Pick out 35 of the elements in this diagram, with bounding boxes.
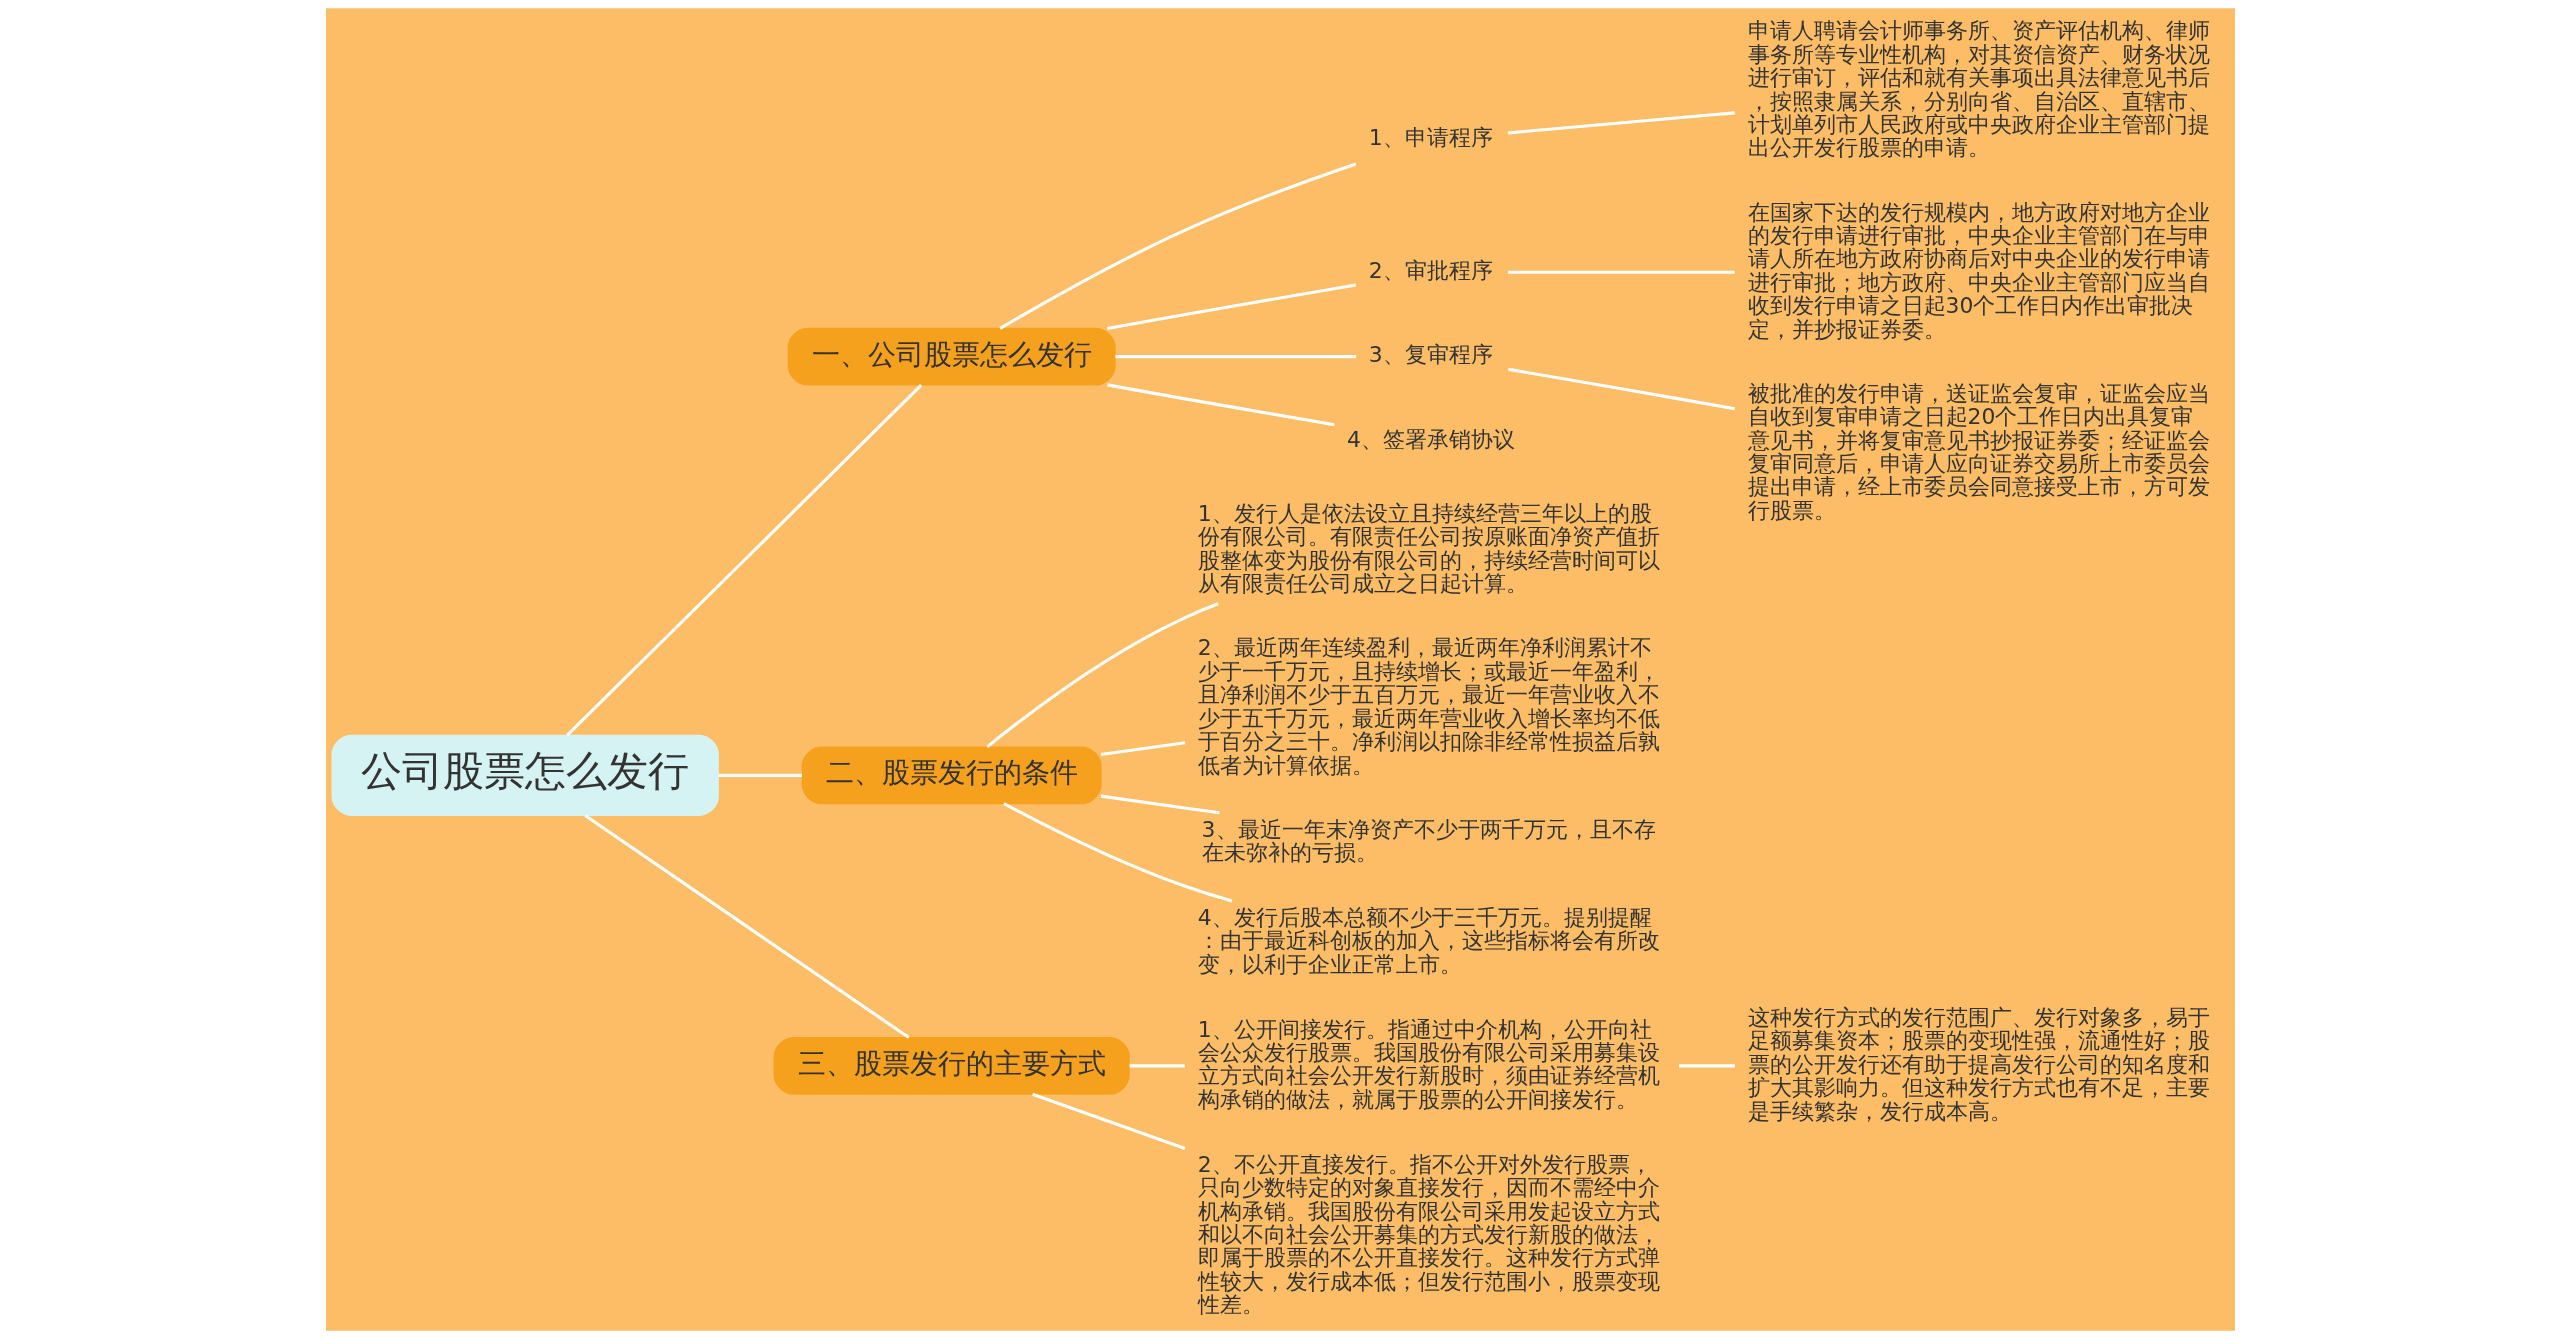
connector — [1114, 355, 1356, 359]
node-text: 3、最近一年末净资产不少于两千万元，且不存在未弥补的亏损。 — [1201, 816, 1656, 866]
node-box: 二、股票发行的条件 — [801, 746, 1102, 805]
connector — [1002, 802, 1232, 903]
connector — [565, 384, 922, 737]
connector — [1031, 1092, 1185, 1151]
node-text: 申请人聘请会计师事务所、资产评估机构、律师事务所等专业性机构，对其资信资产、财务状况进行审订，评估和就有关事项出具法律意见书后，按照隶属关系，分别向省、自治区、直辖市、计划单列市人民政府或中央政府企业主管部门提出公开发行股票的申请。 — [1747, 18, 2210, 161]
node-box: 一、公司股票怎么发行 — [787, 327, 1116, 386]
connector — [1507, 367, 1735, 411]
connector — [1106, 383, 1335, 427]
node-text: 在国家下达的发行规模内，地方政府对地方企业的发行申请进行审批，中央企业主管部门在与申请人所在地方政府协商后对中央企业的发行申请进行审批；地方政府、中央企业主管部门应当自收到发行申请之日起30个工作日内作出审批决定，并抄报证券委。 — [1747, 199, 2210, 342]
node-text: 2、不公开直接发行。指不公开对外发行股票，只向少数特定的对象直接发行，因而不需经中介机构承销。我国股份有限公司采用发起设立方式和以不向社会公开募集的方式发行新股的做法，即属于股票的不公开直接发行。这种发行方式弹性较大，发行成本低；但发行范围小，股票变现性差。 — [1197, 1151, 1660, 1318]
node-text: 2、最近两年连续盈利，最近两年净利润累计不少于一千万元，且持续增长；或最近一年盈利，且净利润不少于五百万元，最近一年营业收入不少于五千万元，最近两年营业收入增长率均不低于百分之三十。净利润以扣除非经常性损益后孰低者为计算依据。 — [1197, 635, 1660, 778]
node-text: 被批准的发行申请，送证监会复审，证监会应当自收到复审申请之日起20个工作日内出具复审意见书，并将复审意见书抄报证券委；经证监会复审同意后，申请人应向证券交易所上市委员会提出申请，经上市委员会同意接受上市，方可发行股票。 — [1747, 380, 2210, 523]
node-text: 1、发行人是依法设立且持续经营三年以上的股份有限公司。有限责任公司按原账面净资产值折股整体变为股份有限公司的，持续经营时间可以从有限责任公司成立之日起计算。 — [1197, 501, 1660, 597]
connector — [583, 814, 910, 1039]
connector — [1507, 111, 1735, 135]
node-text: 4、发行后股本总额不少于三千万元。提别提醒：由于最近科创板的加入，这些指标将会有所改变，以利于企业正常上市。 — [1197, 904, 1660, 977]
node-text: 4、签署承销协议 — [1346, 426, 1515, 452]
node-box: 三、股票发行的主要方式 — [773, 1037, 1130, 1095]
connector — [998, 162, 1356, 330]
connector — [1507, 270, 1735, 274]
connector — [718, 773, 802, 777]
connector — [1129, 1064, 1185, 1068]
node-text: 2、审批程序 — [1368, 258, 1493, 284]
connector — [1100, 741, 1185, 757]
node-text: 1、申请程序 — [1368, 125, 1493, 151]
connector — [1678, 1064, 1735, 1068]
node-box: 公司股票怎么发行 — [330, 734, 719, 816]
connector — [1100, 794, 1220, 815]
node-text: 3、复审程序 — [1368, 342, 1493, 368]
node-text: 这种发行方式的发行范围广、发行对象多，易于足额募集资本；股票的变现性强，流通性好；股票的公开发行还有助于提高发行公司的知名度和扩大其影响力。但这种发行方式也有不足，主要是手续繁杂，发行成本高。 — [1747, 1004, 2210, 1124]
node-text: 1、公开间接发行。指通过中介机构，公开向社会公众发行股票。我国股份有限公司采用募集设立方式向社会公开发行新股时，须由证券经营机构承销的做法，就属于股票的公开间接发行。 — [1197, 1016, 1660, 1112]
connector — [1106, 283, 1356, 330]
connector — [985, 602, 1219, 749]
